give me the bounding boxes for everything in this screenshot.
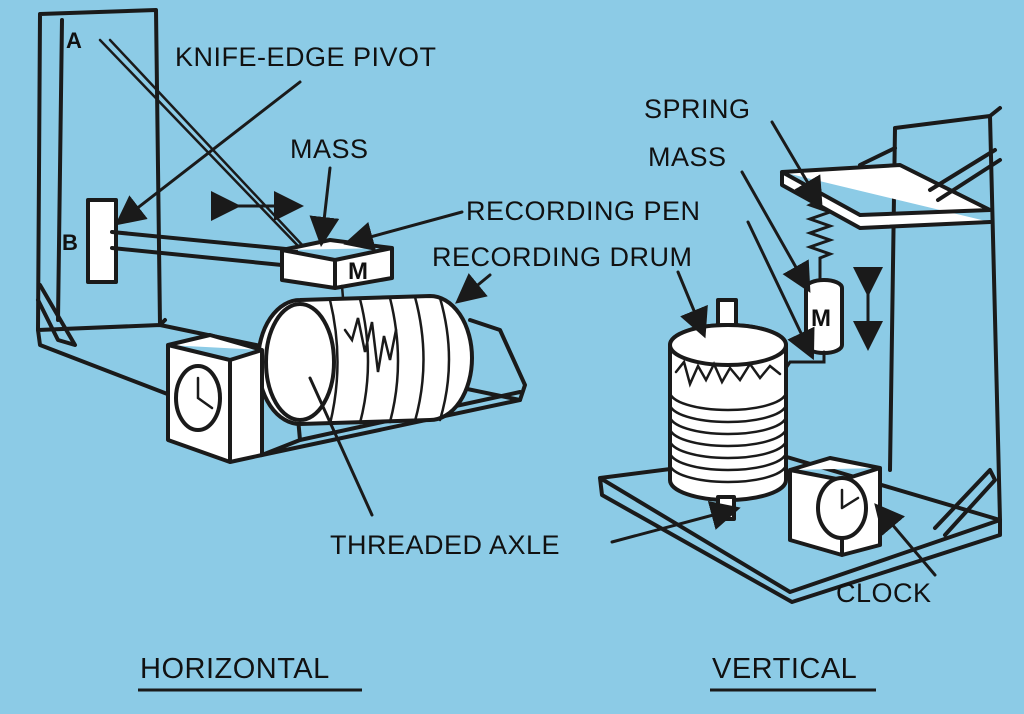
leader-recording-pen-v (746, 220, 815, 361)
point-b-label: B (62, 230, 78, 255)
horizontal-post (36, 8, 162, 332)
mass-vertical-label: MASS (648, 142, 727, 172)
leader-knife-edge-pivot (114, 80, 302, 226)
vertical-drum (668, 298, 788, 521)
horizontal-seismograph: M (36, 8, 527, 464)
vertical-mass-letter: M (811, 305, 831, 332)
horizontal-drum (256, 294, 474, 426)
vertical-seismograph: M (598, 106, 1002, 604)
horizontal-clock (166, 333, 264, 464)
vertical-brace-rod (928, 148, 1002, 202)
boom-arm (110, 230, 298, 268)
threaded-axle-label: THREADED AXLE (330, 530, 560, 560)
recording-drum-label: RECORDING DRUM (432, 242, 693, 272)
leader-threaded-axle-h (308, 376, 374, 517)
horizontal-mass-letter: M (348, 258, 368, 285)
vertical-corner-brace (933, 468, 997, 537)
vertical-shelf-strut (858, 146, 897, 167)
pivot-block (86, 198, 118, 284)
point-a-label: A (66, 28, 82, 53)
horizontal-caption: HORIZONTAL (140, 653, 330, 685)
leader-threaded-axle-v (610, 500, 741, 544)
leader-spring (770, 120, 823, 208)
leader-mass-horizontal (309, 166, 340, 247)
leader-clock (874, 503, 937, 577)
horizontal-brace (36, 283, 77, 347)
spring-label: SPRING (644, 94, 751, 124)
vertical-caption: VERTICAL (712, 653, 857, 685)
leader-recording-drum-h (455, 273, 492, 304)
knife-edge-pivot-label: KNIFE-EDGE PIVOT (175, 42, 437, 72)
leader-mass-vertical (740, 170, 811, 293)
leader-recording-drum-v (676, 270, 708, 339)
clock-label: CLOCK (836, 578, 932, 608)
vertical-mass-block: M (804, 278, 844, 355)
mass-horizontal-label: MASS (290, 134, 369, 164)
leader-lines (114, 80, 937, 577)
vertical-clock (788, 456, 882, 557)
recording-pen-label: RECORDING PEN (466, 196, 701, 226)
leader-recording-pen (343, 210, 464, 251)
horizontal-mass-block (280, 238, 394, 290)
